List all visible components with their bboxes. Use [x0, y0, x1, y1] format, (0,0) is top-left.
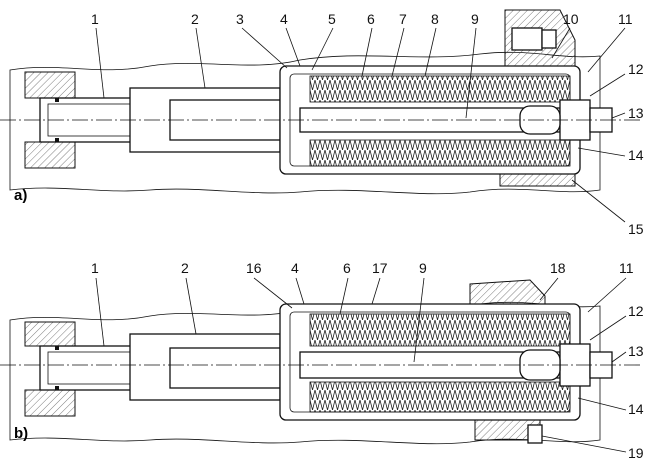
- callout-a-15: 15: [628, 221, 644, 237]
- callout-a-4: 4: [280, 11, 288, 27]
- callout-a-10: 10: [563, 11, 579, 27]
- callout-a-1: 1: [91, 11, 99, 27]
- callout-b-6: 6: [343, 260, 351, 276]
- callout-b-16: 16: [246, 260, 262, 276]
- housing-top-left: [24, 71, 76, 99]
- callout-a-11: 11: [618, 11, 633, 27]
- housing-top-right-b: [469, 279, 546, 305]
- callout-a-2: 2: [191, 11, 199, 27]
- callout-b-1: 1: [91, 260, 99, 276]
- callout-b-17: 17: [372, 260, 388, 276]
- assembly-a: [0, 9, 640, 223]
- spring-lower-a: [309, 139, 571, 167]
- callout-b-12: 12: [628, 303, 644, 319]
- callout-a-5: 5: [328, 11, 336, 27]
- panel-label-a: a): [14, 187, 27, 204]
- callout-a-9: 9: [471, 11, 479, 27]
- screw-19-b: [527, 424, 543, 444]
- callout-b-11: 11: [619, 260, 634, 276]
- callout-a-12: 12: [628, 61, 644, 77]
- panel-label-b: b): [14, 425, 28, 442]
- callout-b-18: 18: [550, 260, 566, 276]
- spring-upper-b: [309, 313, 571, 347]
- callout-a-13: 13: [628, 105, 644, 121]
- callout-b-2: 2: [181, 260, 189, 276]
- spring-upper-a: [309, 75, 571, 103]
- spring-lower-b: [309, 381, 571, 413]
- callout-a-14: 14: [628, 147, 644, 163]
- callout-a-3: 3: [236, 11, 244, 27]
- bolt-10-a: [511, 27, 543, 51]
- leaders-b: [95, 277, 627, 453]
- callout-b-13: 13: [628, 343, 644, 359]
- labels-b: b) 1 2 16 4 6 17 9 18 11 12 13 14 19: [14, 260, 644, 461]
- housing-top-left-b: [24, 321, 76, 347]
- callout-b-4: 4: [291, 260, 299, 276]
- callout-a-7: 7: [399, 11, 407, 27]
- callout-a-8: 8: [431, 11, 439, 27]
- housing-bottom-left-b: [24, 389, 76, 417]
- callout-b-19: 19: [628, 445, 644, 461]
- callout-a-6: 6: [367, 11, 375, 27]
- housing-bottom-left: [24, 141, 76, 169]
- callout-b-14: 14: [628, 401, 644, 417]
- assembly-b: [0, 277, 640, 453]
- callout-b-9: 9: [419, 260, 427, 276]
- leaders-a: [95, 27, 626, 223]
- labels-a: a) 1 2 3 4 5 6 7 8 9 10 11 12 13 14 15: [14, 11, 644, 237]
